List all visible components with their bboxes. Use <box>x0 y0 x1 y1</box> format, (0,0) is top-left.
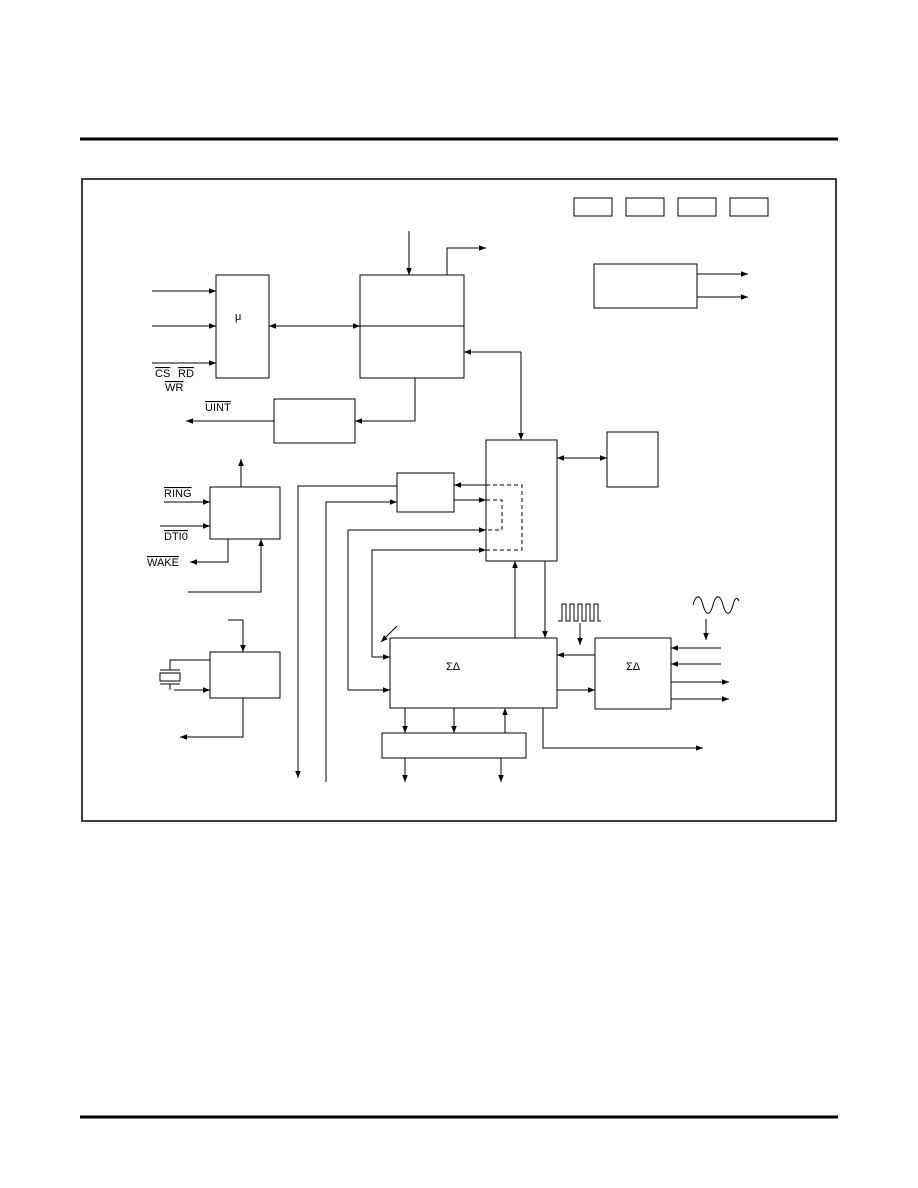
wr-label: WR <box>165 382 183 394</box>
sine-wave-icon <box>692 596 740 614</box>
crystal-icon <box>159 659 210 690</box>
ring-detect-block <box>209 486 281 540</box>
osc-top-input <box>228 619 246 652</box>
legend-box-1 <box>573 197 613 217</box>
wake-output <box>190 539 229 565</box>
microcontroller-interface-block <box>215 274 270 379</box>
dashed-loop <box>486 484 523 551</box>
ring-bottom-input <box>188 539 264 593</box>
uint-label: UINT <box>205 402 231 414</box>
cs-label: CS <box>155 368 170 380</box>
interrupt-block <box>273 398 356 444</box>
pointer-arrow <box>380 625 398 643</box>
mu-label: μ <box>235 311 241 323</box>
legend-box-4 <box>729 197 769 217</box>
register-to-interrupt <box>355 378 416 424</box>
legend-box-3 <box>677 197 717 217</box>
memory-block <box>606 431 659 488</box>
bus-line-3 <box>347 527 486 690</box>
oscillator-block <box>209 651 281 699</box>
legend-box-2 <box>625 197 665 217</box>
dti0-label: DTI0 <box>164 531 188 543</box>
square-wave-icon <box>558 603 601 622</box>
wake-label: WAKE <box>147 557 179 569</box>
diagram-frame <box>81 178 837 822</box>
ring-label: RING <box>164 488 192 500</box>
top-right-block <box>593 263 698 309</box>
top-output-arrow <box>446 245 486 275</box>
bus-line-2 <box>325 499 397 782</box>
rd-label: RD <box>178 368 194 380</box>
sigma-delta-right-block <box>594 637 672 710</box>
bottom-bus-block <box>381 732 527 759</box>
bus-line-4 <box>371 547 486 657</box>
small-block <box>396 472 455 513</box>
sigma-delta-right-label: ΣΔ <box>626 661 641 673</box>
sigma-delta-main-label: ΣΔ <box>446 661 461 673</box>
bus-line-1 <box>295 485 397 778</box>
osc-output <box>180 698 244 740</box>
sigma-delta-main-block <box>389 637 558 709</box>
main-bottom-output <box>542 708 703 751</box>
